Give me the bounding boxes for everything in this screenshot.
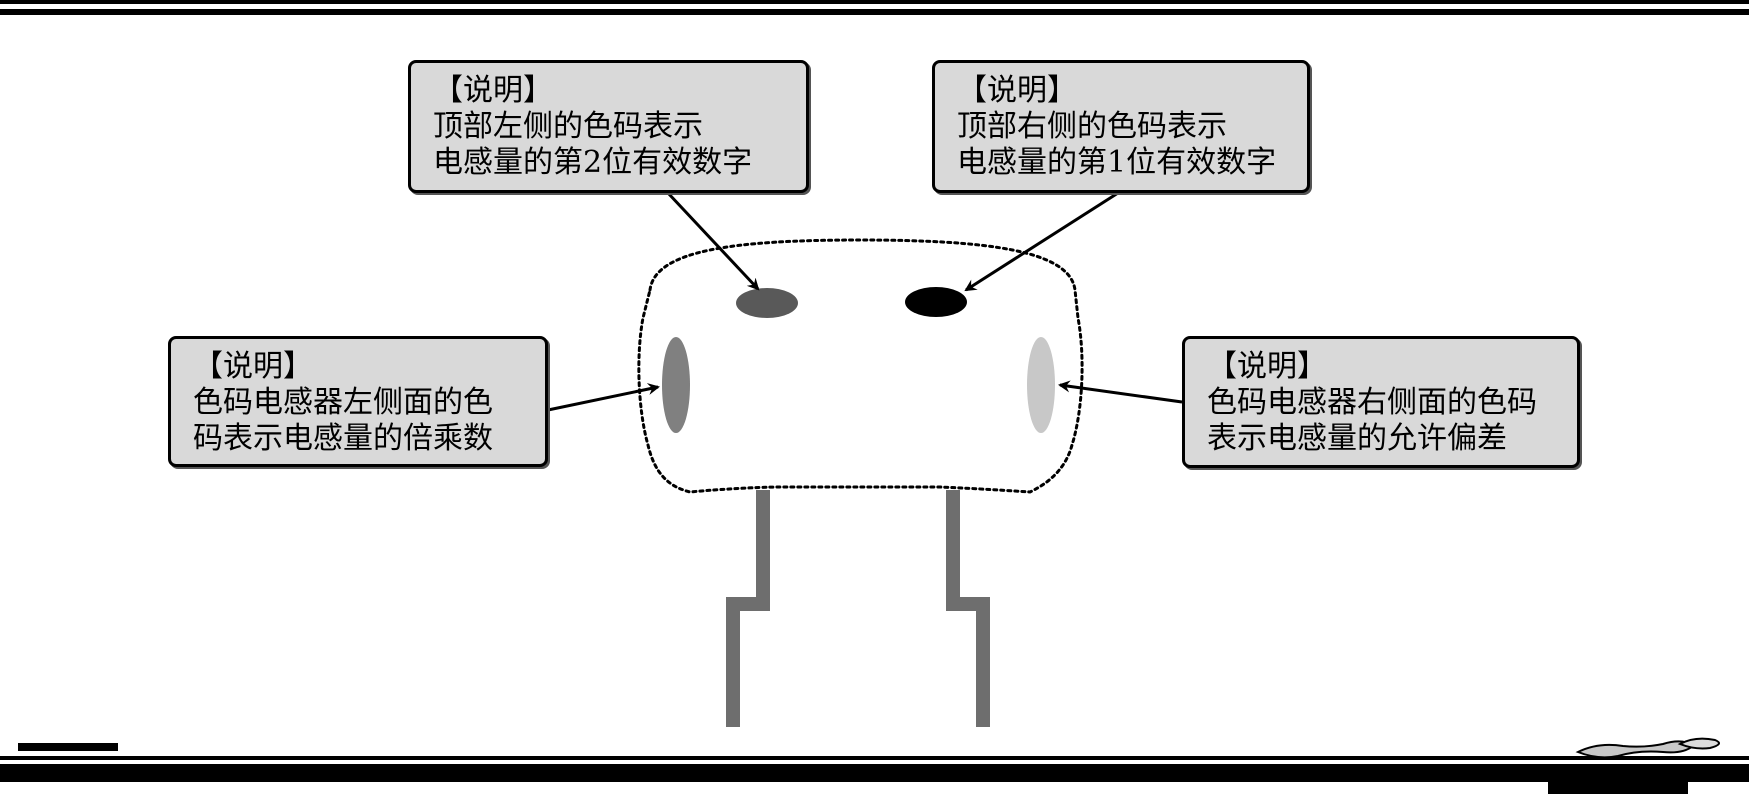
band-top-left [736, 288, 798, 318]
note-right-line1: 色码电感器右侧面的色码 [1207, 385, 1537, 420]
note-top-left-line1: 顶部左侧的色码表示 [433, 109, 703, 144]
note-right-heading: 【说明】 [1207, 349, 1327, 384]
lead-left [726, 490, 770, 727]
note-left-line1: 色码电感器左侧面的色 [193, 385, 493, 420]
arrow-left [547, 383, 660, 412]
top-rule [0, 0, 1749, 4]
note-top-left: 【说明】 顶部左侧的色码表示 电感量的第2位有效数字 [408, 60, 809, 193]
arrow-right [1058, 380, 1183, 404]
note-top-left-heading: 【说明】 [433, 73, 553, 108]
bottom-rule-thin [0, 756, 1749, 760]
band-left [662, 337, 690, 433]
inductor-body [637, 238, 1084, 494]
bottom-rule-thick [0, 764, 1749, 782]
note-right: 【说明】 色码电感器右侧面的色码 表示电感量的允许偏差 [1182, 336, 1580, 468]
note-left: 【说明】 色码电感器左侧面的色 码表示电感量的倍乘数 [168, 336, 548, 467]
note-right-line2: 表示电感量的允许偏差 [1207, 421, 1507, 456]
bottom-right-marker [1548, 782, 1688, 794]
band-right [1027, 337, 1055, 433]
note-left-heading: 【说明】 [193, 349, 313, 384]
lead-right [946, 490, 990, 727]
note-top-right: 【说明】 顶部右侧的色码表示 电感量的第1位有效数字 [932, 60, 1310, 193]
corner-scribble-icon [1575, 737, 1720, 759]
arrow-top-right [964, 191, 1119, 292]
note-left-line2: 码表示电感量的倍乘数 [193, 421, 493, 456]
arrow-top-left [666, 191, 760, 291]
band-top-right [905, 287, 967, 317]
top-rule-inner [0, 9, 1749, 15]
note-top-right-line1: 顶部右侧的色码表示 [957, 109, 1227, 144]
note-top-right-heading: 【说明】 [957, 73, 1077, 108]
note-top-left-line2: 电感量的第2位有效数字 [433, 145, 753, 180]
note-top-right-line2: 电感量的第1位有效数字 [957, 145, 1277, 180]
bottom-left-marker [18, 743, 118, 751]
